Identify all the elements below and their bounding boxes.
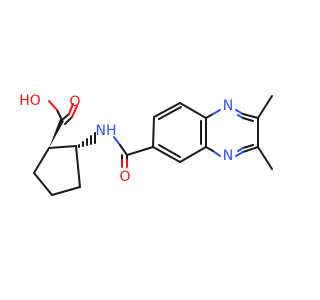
ring-nitrogen-bottom-label: N — [223, 148, 233, 164]
methyl-groups — [257, 95, 273, 170]
structure-diagram: HO O NH O N N — [19, 93, 273, 196]
carboxylic-acid-group — [48, 100, 78, 148]
amide-group — [113, 136, 154, 168]
hydroxyl-label: HO — [19, 93, 41, 109]
benzene-ring — [152, 102, 207, 163]
stereo-hash-amide — [78, 132, 96, 148]
acid-carbonyl-oxygen-label: O — [69, 94, 80, 110]
amide-nh-label: NH — [96, 123, 117, 139]
pyrazine-ring — [205, 109, 259, 157]
cyclopentane-ring — [33, 145, 81, 196]
ring-nitrogen-top-label: N — [223, 98, 233, 114]
amide-carbonyl-oxygen-label: O — [119, 169, 130, 185]
stereo-wedge-acid — [49, 119, 64, 148]
